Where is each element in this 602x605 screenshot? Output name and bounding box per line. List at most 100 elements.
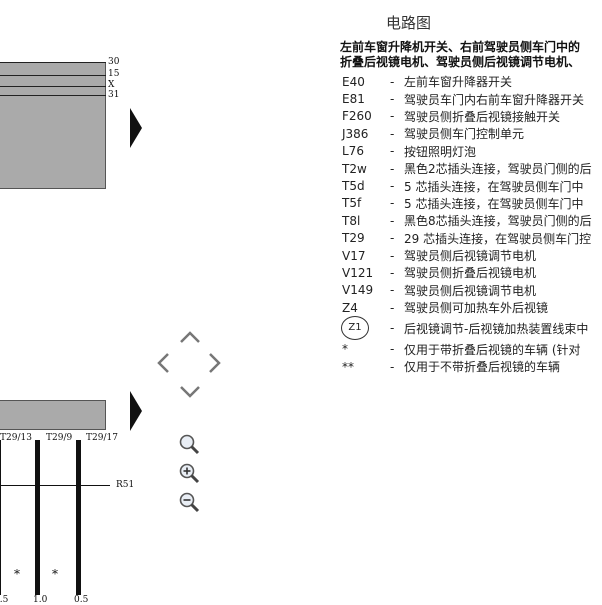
legend-description: 后视镜调节-后视镜加热装置线束中 (404, 321, 589, 336)
legend-row: J386 -驾驶员侧车门控制单元 (340, 125, 592, 142)
legend-row: E81 -驾驶员车门内右前车窗升降器开关 (340, 90, 592, 107)
zoom-in-icon[interactable] (178, 462, 200, 488)
legend-row: T5f -5 芯插头连接，在驾驶员侧车门中 (340, 195, 592, 212)
legend-dash: - (390, 126, 395, 141)
bus-line-30 (0, 62, 106, 63)
legend-panel: 左前车窗升降机开关、右前驾驶员侧车门中的 折叠后视镜电机、驾驶员侧后视镜调节电机… (340, 40, 602, 375)
legend-code: V121 (342, 265, 374, 280)
legend-row: V17 -驾驶员侧后视镜调节电机 (340, 247, 592, 264)
legend-row: Z4-驾驶员侧可加热车外后视镜 (340, 299, 592, 316)
legend-dash: - (390, 359, 395, 374)
page-title: 电路图 (386, 14, 432, 32)
legend-description: 黑色2芯插头连接，驾驶员门侧的后 (404, 162, 592, 177)
legend-description: 驾驶员侧可加热车外后视镜 (404, 301, 549, 316)
legend-code: * (342, 342, 348, 357)
legend-description: 5 芯插头连接，在驾驶员侧车门中 (404, 179, 584, 194)
legend-description: 驾驶员侧后视镜调节电机 (404, 283, 537, 298)
legend-code: V149 (342, 283, 374, 298)
legend-description: 左前车窗升降器开关 (404, 75, 513, 90)
legend-dash: - (390, 342, 395, 357)
page-continue-arrow-top[interactable] (130, 108, 142, 148)
legend-description: 仅用于不带折叠后视镜的车辆 (404, 360, 561, 375)
legend-description: 29 芯插头连接，在驾驶员侧车门控 (404, 231, 592, 246)
legend-heading-line-1: 左前车窗升降机开关、右前驾驶员侧车门中的 (340, 40, 581, 54)
legend-row: T2w -黑色2芯插头连接，驾驶员门侧的后 (340, 160, 592, 177)
legend-description: 驾驶员侧折叠后视镜接触开关 (404, 109, 561, 124)
legend-row: F260 -驾驶员侧折叠后视镜接触开关 (340, 108, 592, 125)
circuit-diagram[interactable]: 30 15 X 31 T29/13 T29/9 T29/17 R51 * * 0… (0, 0, 150, 605)
legend-row: V149-驾驶员侧后视镜调节电机 (340, 282, 592, 299)
legend-code-cell: Z1 (340, 316, 390, 341)
legend-code: T5f (342, 196, 362, 211)
legend-dash: - (390, 265, 395, 280)
bus-line-31 (0, 95, 106, 96)
legend-row: L76 -按钮照明灯泡 (340, 143, 592, 160)
bus-label-15: 15 (108, 69, 120, 79)
wire-r51-horizontal (0, 485, 110, 486)
legend-row: T8l -黑色8芯插头连接，驾驶员门侧的后 (340, 212, 592, 229)
chevron-right-icon[interactable] (208, 352, 222, 378)
chevron-up-icon[interactable] (179, 329, 201, 348)
legend-description: 按钮照明灯泡 (404, 144, 477, 159)
legend-code: F260 (342, 109, 372, 124)
legend-code: L76 (342, 144, 364, 159)
legend-code: T2w (342, 161, 367, 176)
bus-label-31: 31 (108, 90, 120, 100)
legend-dash: - (390, 161, 395, 176)
legend-code: ** (342, 359, 354, 374)
wire-t29-13 (0, 440, 1, 595)
legend-row: Z1 -后视镜调节-后视镜加热装置线束中 (340, 316, 592, 341)
wire-t29-9 (35, 440, 40, 595)
magnifier-icon[interactable] (178, 433, 200, 459)
legend-code: T29 (342, 231, 365, 246)
legend-description: 驾驶员侧折叠后视镜电机 (404, 266, 537, 281)
legend-dash: - (390, 213, 395, 228)
bus-label-x: X (108, 80, 115, 90)
legend-code: V17 (342, 248, 366, 263)
bus-line-15 (0, 75, 106, 76)
legend-row: T5d -5 芯插头连接，在驾驶员侧车门中 (340, 177, 592, 194)
marker-asterisk-2: * (52, 567, 58, 581)
bus-label-30: 30 (108, 57, 120, 67)
legend-dash: - (390, 74, 395, 89)
legend-description: 驾驶员侧后视镜调节电机 (404, 249, 537, 264)
pin-label-t29-17: T29/17 (86, 433, 118, 443)
legend-code: E40 (342, 74, 365, 89)
wire-size-1: 0.5 (0, 595, 9, 605)
legend-description: 驾驶员车门内右前车窗升降器开关 (404, 92, 585, 107)
wire-label-r51: R51 (116, 480, 135, 490)
legend-code: T5d (342, 179, 365, 194)
pin-label-t29-13: T29/13 (0, 433, 32, 443)
legend-dash: - (390, 144, 395, 159)
legend-heading-line-2: 折叠后视镜电机、驾驶员侧后视镜调节电机、 (340, 55, 581, 69)
legend-description: 驾驶员侧车门控制单元 (404, 127, 525, 142)
legend-dash: - (390, 179, 395, 194)
legend-code-circled: Z1 (341, 316, 369, 341)
legend-code: E81 (342, 92, 365, 107)
marker-asterisk-1: * (14, 567, 20, 581)
page-continue-arrow-bottom[interactable] (130, 391, 142, 431)
wire-size-2: 1.0 (33, 595, 48, 605)
legend-code: Z4 (342, 300, 358, 315)
chevron-down-icon[interactable] (179, 384, 201, 403)
legend-description: 5 芯插头连接，在驾驶员侧车门中 (404, 196, 584, 211)
control-unit-block-top (0, 62, 106, 189)
legend-dash: - (390, 92, 395, 107)
legend-dash: - (390, 109, 395, 124)
legend-dash: - (390, 321, 395, 336)
legend-dash: - (390, 248, 395, 263)
legend-code: J386 (342, 126, 369, 141)
wire-t29-17 (76, 440, 81, 595)
legend-description: 黑色8芯插头连接，驾驶员门侧的后 (404, 214, 592, 229)
legend-code: T8l (342, 213, 361, 228)
pin-label-t29-9: T29/9 (46, 433, 73, 443)
control-unit-block-bottom (0, 400, 106, 430)
legend-row: ** -仅用于不带折叠后视镜的车辆 (340, 358, 592, 375)
bus-line-x (0, 86, 106, 87)
chevron-left-icon[interactable] (156, 352, 170, 378)
wire-size-3: 0.5 (74, 595, 89, 605)
legend-row: V121 -驾驶员侧折叠后视镜电机 (340, 264, 592, 281)
zoom-out-icon[interactable] (178, 491, 200, 517)
legend-dash: - (390, 196, 395, 211)
